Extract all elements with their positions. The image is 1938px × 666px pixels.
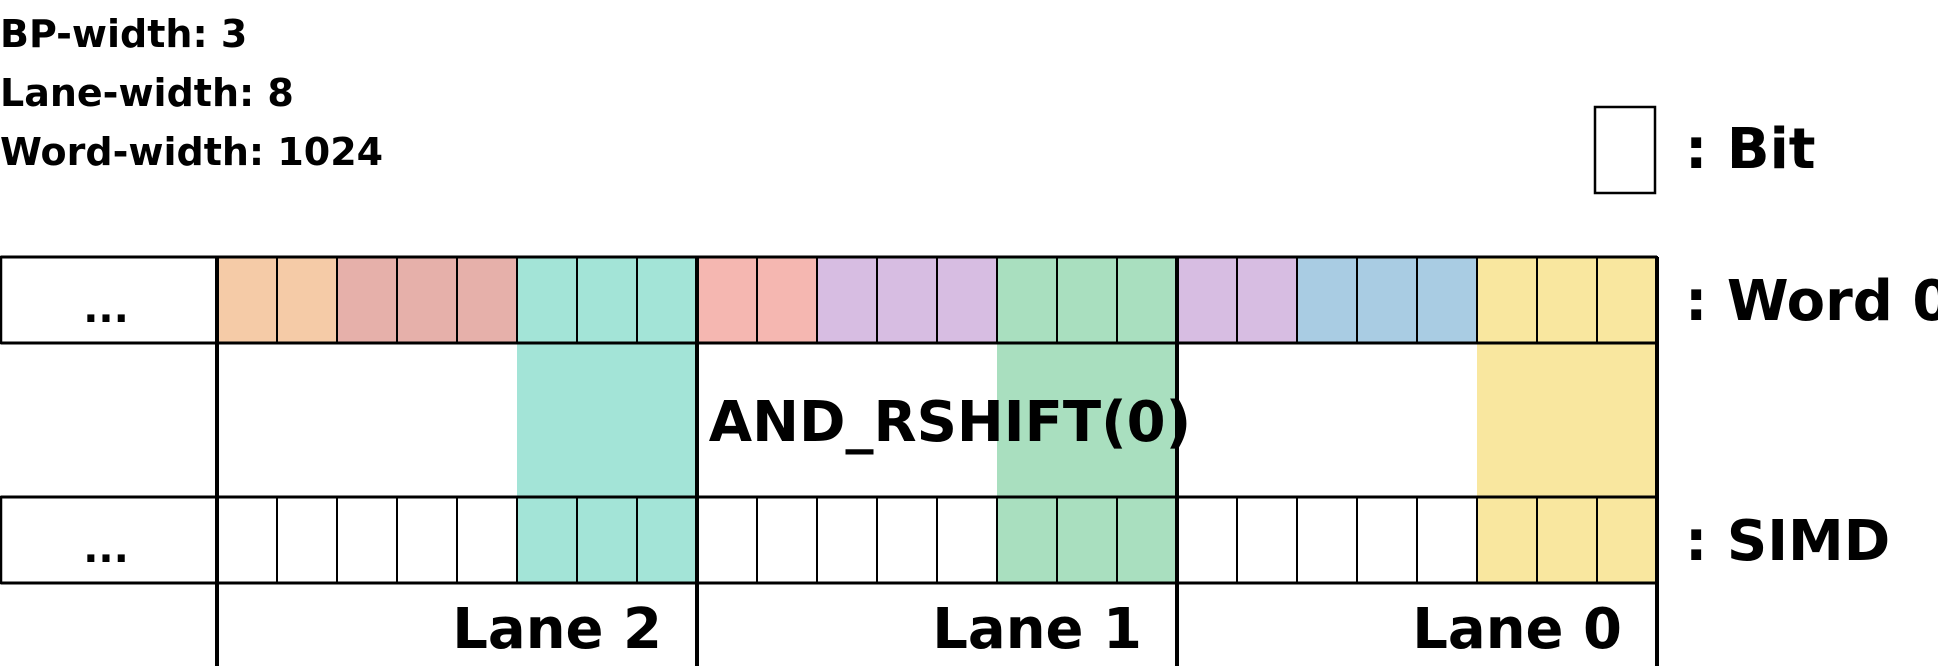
word0-bit-cell [1296, 256, 1358, 344]
word0-bit-cell [396, 256, 458, 344]
word0-bit-cell [1116, 256, 1178, 344]
simd-bit-cell [576, 496, 638, 584]
operation-label: AND_RSHIFT(0) [709, 390, 1191, 455]
highlight-bands [517, 343, 1657, 497]
word0-legend-label: : Word 0 [1685, 269, 1938, 334]
word0-bit-cell [876, 256, 938, 344]
lane-0-label: Lane 0 [1412, 597, 1622, 662]
bp-width-label: BP-width: 3 [0, 12, 248, 56]
lane-1-highlight-band [997, 343, 1177, 497]
simd-bit-cell [1236, 496, 1298, 584]
simd-bit-cell [276, 496, 338, 584]
word0-bit-cell [1236, 256, 1298, 344]
word0-bit-cell [636, 256, 698, 344]
simd-bit-cell [1296, 496, 1358, 584]
word0-bit-cell [456, 256, 518, 344]
simd-bit-cell [516, 496, 578, 584]
word0-bit-cell [1416, 256, 1478, 344]
word0-bit-cell [576, 256, 638, 344]
bit-legend-label: : Bit [1685, 117, 1816, 182]
simd-bit-cell [336, 496, 398, 584]
simd-bit-cell [456, 496, 518, 584]
bit-legend-box [1593, 105, 1657, 195]
word0-row [0, 255, 1658, 345]
word0-bit-cell [696, 256, 758, 344]
simd-bit-cell [816, 496, 878, 584]
lane-2-label: Lane 2 [452, 597, 662, 662]
simd-legend-label: : SIMD [1685, 509, 1890, 574]
simd-bit-cell [696, 496, 758, 584]
lane-0-highlight-band [1477, 343, 1657, 497]
word0-bit-cell [1476, 256, 1538, 344]
word0-bit-cell [756, 256, 818, 344]
word0-ellipsis: ... [83, 286, 129, 332]
lane-width-label: Lane-width: 8 [0, 71, 294, 115]
simd-bit-cell [756, 496, 818, 584]
simd-row [0, 495, 1658, 585]
simd-bit-cell [996, 496, 1058, 584]
simd-bit-cell [1356, 496, 1418, 584]
word0-bit-cell [996, 256, 1058, 344]
word0-bit-cell [336, 256, 398, 344]
simd-bit-cell [1116, 496, 1178, 584]
word0-bit-cell [1536, 256, 1598, 344]
simd-bit-cell [396, 496, 458, 584]
word0-bit-cell [1596, 256, 1658, 344]
simd-bit-cell [936, 496, 998, 584]
word0-bit-cell [216, 256, 278, 344]
word0-bit-cell [1176, 256, 1238, 344]
simd-bit-cell [216, 496, 278, 584]
simd-bit-cell [636, 496, 698, 584]
word0-bit-cell [1056, 256, 1118, 344]
simd-bit-cell [1416, 496, 1478, 584]
word-width-label: Word-width: 1024 [0, 130, 384, 174]
word0-bit-cell [936, 256, 998, 344]
simd-bit-cell [1536, 496, 1598, 584]
lane-1-label: Lane 1 [932, 597, 1142, 662]
diagram-frame [1, 255, 1659, 666]
simd-bit-cell [1596, 496, 1658, 584]
word0-bit-cell [276, 256, 338, 344]
simd-ellipsis: ... [83, 526, 129, 572]
parameters-block: BP-width: 3 Lane-width: 8 Word-width: 10… [0, 5, 383, 182]
word0-bit-cell [516, 256, 578, 344]
simd-bit-cell [1176, 496, 1238, 584]
simd-bit-cell [876, 496, 938, 584]
simd-bit-cell [1476, 496, 1538, 584]
simd-bit-cell [1056, 496, 1118, 584]
lane-2-highlight-band [517, 343, 697, 497]
word0-bit-cell [816, 256, 878, 344]
word0-bit-cell [1356, 256, 1418, 344]
